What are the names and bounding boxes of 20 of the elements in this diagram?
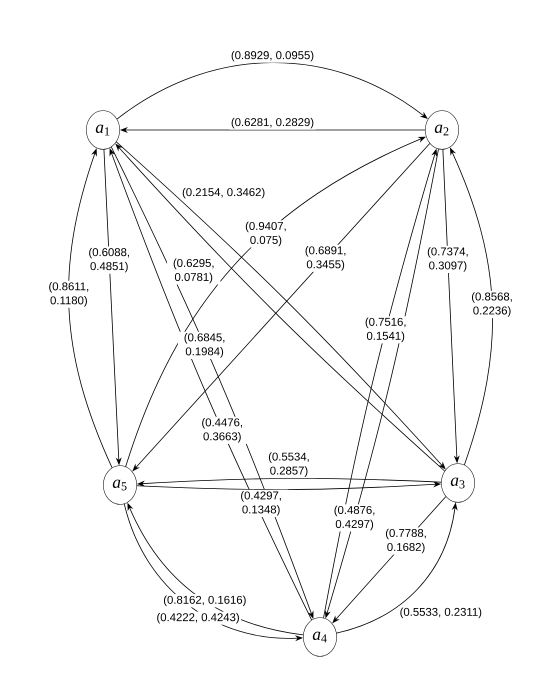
edge-label: (0.8568, 0.2236) — [465, 290, 519, 318]
edge-label: (0.9407, 0.075) — [239, 220, 293, 248]
edge-label: (0.6845, 0.1984) — [178, 332, 232, 359]
edge-label: (0.2154, 0.3462) — [180, 186, 267, 200]
edge-label: (0.7516, 0.1541) — [359, 316, 412, 344]
edge-label: (0.8929, 0.0955) — [230, 50, 316, 63]
edge-label: (0.7788, 0.1682) — [379, 527, 433, 555]
edge-label: (0.8611, 0.1180) — [42, 280, 96, 308]
edge-label: (0.6088, 0.4851) — [82, 246, 136, 274]
edge-label: (0.4476, 0.3663) — [196, 416, 249, 444]
edge-label: (0.4876, 0.4297) — [328, 504, 382, 532]
edge-label: (0.7374, 0.3097) — [421, 246, 475, 274]
edge-label: (0.6295, 0.0781) — [167, 257, 220, 285]
edge-label: (0.5534, 0.2857) — [262, 450, 316, 478]
edge-label: (0.5533, 0.2311) — [398, 606, 484, 620]
edge-label: (0.4222, 0.4243) — [155, 612, 241, 625]
edge-label: (0.6281, 0.2829) — [230, 116, 316, 130]
edge-label: (0.6891, 0.3455) — [298, 244, 352, 272]
edge-label: (0.4297, 0.1348) — [234, 490, 288, 518]
edge-label: (0.8162, 0.1616) — [162, 594, 248, 608]
